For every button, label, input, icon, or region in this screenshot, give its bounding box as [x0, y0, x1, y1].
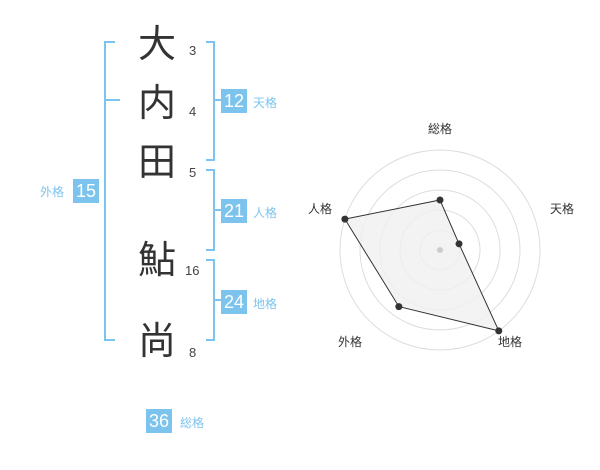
radar-axis-label: 地格 [498, 335, 523, 349]
radar-ring [359, 169, 521, 331]
soukaku-value: 36 [146, 409, 173, 433]
name-char-3: 田 [137, 140, 176, 184]
radar-center [437, 247, 443, 253]
gaikaku-value: 15 [73, 179, 100, 203]
radar-point [436, 196, 444, 204]
name-char-5: 尚 [137, 319, 176, 363]
chikaku-bracket-tick [215, 299, 221, 301]
radar-point [495, 327, 503, 335]
radar-point [341, 215, 349, 223]
jinkaku-label: 人格 [253, 206, 278, 220]
gaikaku-label: 外格 [40, 185, 65, 199]
stroke-count-3: 5 [189, 165, 197, 180]
chikaku-label: 地格 [253, 297, 278, 311]
radar-point [455, 240, 463, 248]
chikaku-value: 24 [221, 290, 248, 314]
stroke-count-2: 4 [189, 104, 197, 119]
radar-axis-label: 天格 [550, 202, 575, 216]
jinkaku-bracket-tick [215, 209, 221, 211]
tenkaku-label: 天格 [253, 96, 278, 110]
stroke-count-5: 8 [189, 345, 197, 360]
radar-axis-label: 外格 [338, 335, 363, 349]
jinkaku-bracket [206, 169, 215, 251]
stroke-count-1: 3 [189, 43, 197, 58]
stroke-count-4: 16 [185, 263, 200, 278]
tenkaku-bracket-tick [215, 99, 221, 101]
name-char-2: 内 [137, 81, 176, 125]
tenkaku-value: 12 [221, 89, 248, 113]
tenkaku-bracket [206, 41, 215, 161]
soukaku-label: 総格 [180, 416, 205, 430]
radar-point [395, 303, 403, 311]
name-char-1: 大 [137, 22, 176, 66]
gaikaku-bracket [104, 41, 115, 341]
chikaku-bracket [206, 259, 215, 341]
radar-axis-label: 人格 [308, 202, 333, 216]
radar-axis-label: 総格 [428, 122, 453, 136]
name-char-4: 鮎 [137, 238, 176, 282]
radar-series-polygon [344, 199, 500, 332]
gaikaku-bracket-tick [104, 99, 120, 101]
radar-ring [339, 149, 541, 351]
jinkaku-value: 21 [221, 199, 248, 223]
